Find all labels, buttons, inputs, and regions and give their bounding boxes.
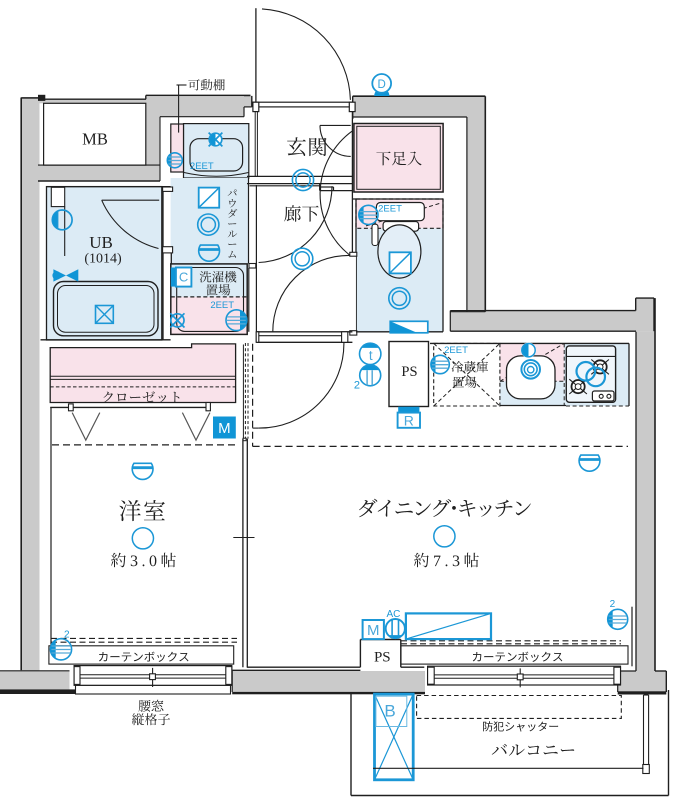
svg-text:UB: UB — [89, 233, 113, 252]
svg-text:2: 2 — [64, 629, 70, 640]
svg-text:AC: AC — [386, 609, 400, 620]
svg-text:2EET: 2EET — [444, 345, 468, 356]
svg-text:B: B — [384, 702, 395, 721]
svg-text:2: 2 — [610, 599, 616, 610]
svg-text:t: t — [369, 348, 373, 363]
svg-text:2: 2 — [354, 379, 360, 391]
svg-text:C: C — [179, 270, 188, 285]
svg-text:MB: MB — [82, 129, 108, 148]
svg-text:PS: PS — [401, 364, 417, 380]
svg-text:2EET: 2EET — [378, 203, 402, 214]
svg-text:(1014): (1014) — [84, 252, 122, 267]
svg-text:2EET: 2EET — [210, 300, 234, 311]
svg-text:PS: PS — [374, 649, 391, 665]
svg-text:2EET: 2EET — [190, 161, 214, 172]
svg-text:D: D — [378, 79, 386, 91]
svg-text:M: M — [367, 622, 380, 639]
svg-text:M: M — [218, 420, 231, 437]
svg-text:R: R — [404, 412, 414, 428]
